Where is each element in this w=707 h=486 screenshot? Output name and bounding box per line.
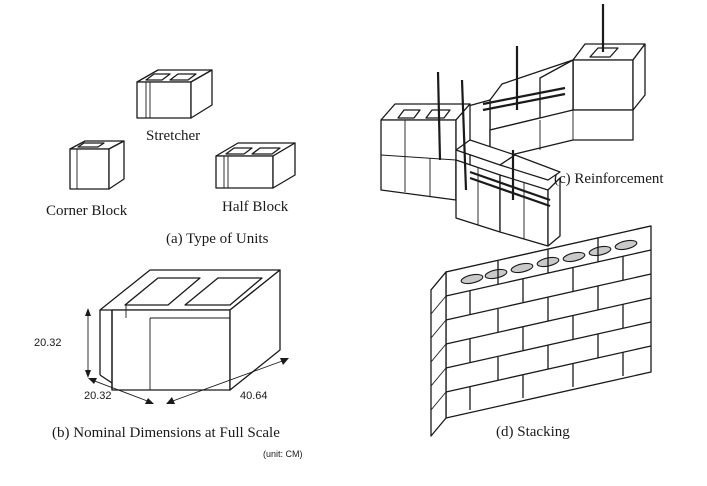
stretcher-label: Stretcher [146, 128, 201, 144]
half-block-label: Half Block [222, 199, 289, 215]
panel-b-caption: (b) Nominal Dimensions at Full Scale [52, 425, 280, 441]
panel-a-caption: (a) Type of Units [166, 231, 269, 247]
length-dimension-label: 40.64 [240, 390, 268, 402]
corner-block-label: Corner Block [46, 203, 128, 219]
unit-note: (unit: CM) [263, 449, 303, 459]
corner-block [69, 140, 125, 190]
width-dimension-label: 20.32 [84, 390, 112, 402]
dimension-arrows [85, 308, 289, 404]
panel-d-caption: (d) Stacking [496, 424, 570, 440]
stretcher-block [136, 69, 213, 119]
stacking-wall [430, 225, 652, 437]
reinforcement-wall [380, 43, 646, 247]
rebars [436, 4, 605, 208]
half-block [215, 142, 296, 189]
height-dimension-label: 20.32 [34, 337, 62, 349]
panel-c-caption: (c) Reinforcement [554, 171, 664, 187]
dimension-block [99, 269, 281, 391]
